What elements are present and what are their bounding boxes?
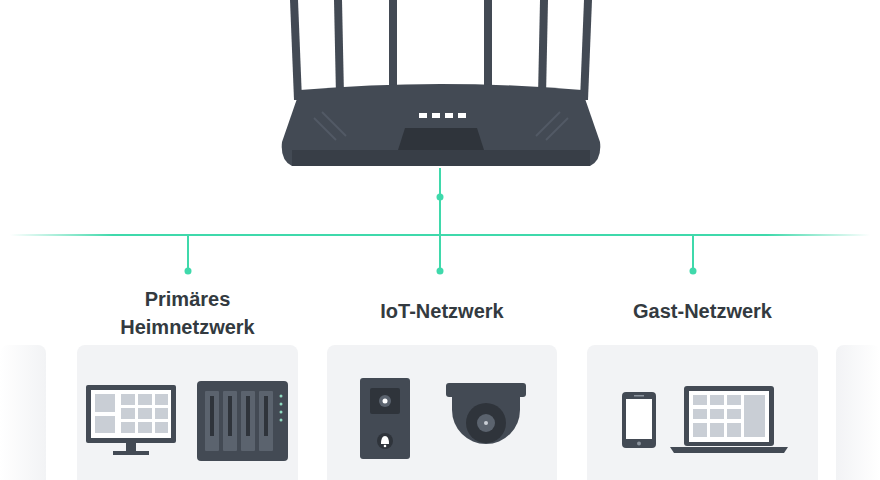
monitor-icon	[86, 385, 176, 455]
doorbell-icon	[360, 378, 410, 459]
phone-icon	[622, 392, 656, 448]
network-heading: Primäres Heimnetzwerk	[88, 285, 288, 341]
panel-background	[0, 345, 880, 480]
nas-icon	[197, 381, 288, 461]
camera-icon	[446, 383, 526, 444]
laptop-icon	[670, 386, 788, 453]
network-panel: Primäres Heimnetzwerk	[77, 345, 298, 480]
router	[282, 84, 601, 166]
network-heading: Gast-Netzwerk	[589, 297, 817, 325]
network-panel: IoT-Netzwerk	[327, 345, 557, 480]
network-panel: Gast-Netzwerk	[587, 345, 818, 480]
network-heading: IoT-Netzwerk	[329, 297, 555, 325]
network-line	[10, 168, 870, 275]
